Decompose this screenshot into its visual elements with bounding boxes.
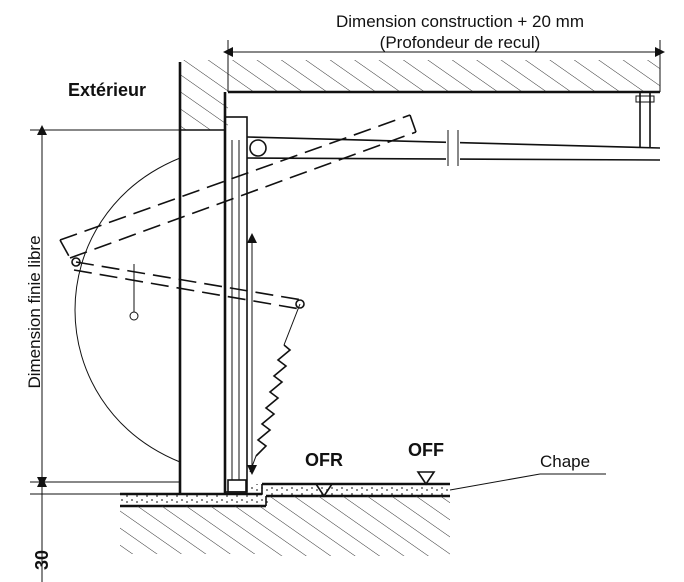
screed-label: Chape: [540, 452, 590, 471]
swing-arc: [74, 157, 181, 463]
off-marker: OFF: [408, 440, 444, 486]
screed-thickness-dimension: 30: [32, 477, 52, 582]
screed-thickness-label: 30: [32, 550, 52, 570]
ofr-label: OFR: [305, 450, 343, 470]
finished-height-dimension: Dimension finie libre: [25, 125, 180, 495]
screed-leader: Chape: [449, 452, 606, 491]
ceiling: [180, 60, 660, 130]
spring: [249, 303, 301, 473]
exterior-label: Extérieur: [68, 80, 146, 100]
door-frame: [224, 116, 248, 493]
counterbalance-arm: [71, 257, 305, 321]
finished-height-label: Dimension finie libre: [25, 235, 44, 388]
ofr-marker: OFR: [305, 450, 343, 498]
off-label: OFF: [408, 440, 444, 460]
ceiling-rail: [246, 92, 661, 166]
construction-dimension: Dimension construction + 20 mm (Profonde…: [223, 12, 665, 92]
construction-dimension-label: Dimension construction + 20 mm: [336, 12, 584, 31]
construction-dimension-sublabel: (Profondeur de recul): [380, 33, 541, 52]
floor: [120, 482, 450, 556]
door-open-position: [59, 114, 417, 259]
